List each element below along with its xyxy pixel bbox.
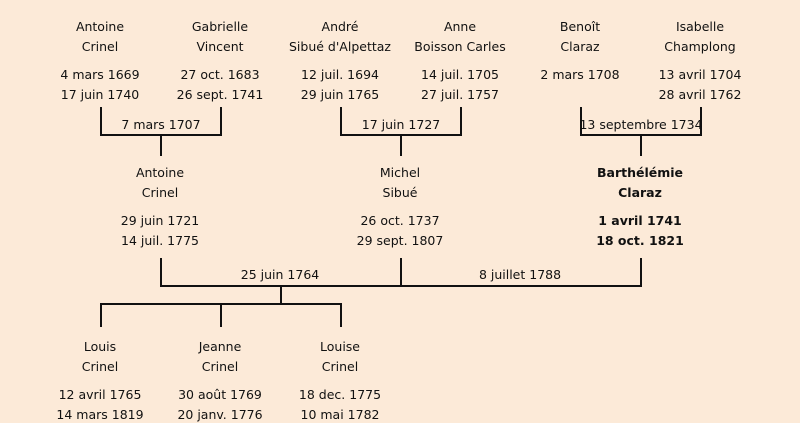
person-birth-date: 12 avril 1765 — [58, 387, 142, 402]
connector-line — [340, 107, 342, 136]
person-last-name: Sibué — [382, 185, 418, 200]
person-last-name: Crinel — [321, 359, 359, 374]
connector-line — [640, 258, 642, 287]
person-first-name: Jeanne — [198, 339, 242, 354]
marriage-date: 13 septembre 1734 — [579, 117, 703, 132]
person-first-name: Antoine — [135, 165, 185, 180]
person-birth-date: 30 août 1769 — [178, 387, 262, 402]
person-death-date: 14 mars 1819 — [56, 407, 144, 422]
connector-line — [160, 258, 162, 287]
person-death-date: 10 mai 1782 — [300, 407, 380, 422]
person-first-name: Anne — [443, 19, 477, 34]
marriage-date: 8 juillet 1788 — [478, 267, 562, 282]
connector-line — [580, 107, 582, 136]
person-last-name: Crinel — [81, 39, 119, 54]
connector-line — [400, 258, 402, 287]
person-death-date: 14 juil. 1775 — [121, 233, 199, 248]
marriage-date: 25 juin 1764 — [240, 267, 320, 282]
connector-line — [160, 134, 162, 156]
person-last-name: Boisson Carles — [414, 39, 506, 54]
person-first-name: Antoine — [75, 19, 125, 34]
person-birth-date: 13 avril 1704 — [658, 67, 742, 82]
person-last-name: Claraz — [618, 185, 662, 200]
person-first-name: André — [321, 19, 359, 34]
person-last-name: Crinel — [81, 359, 119, 374]
person-death-date: 17 juin 1740 — [60, 87, 140, 102]
person-death-date: 27 juil. 1757 — [421, 87, 499, 102]
person-death-date: 28 avril 1762 — [658, 87, 742, 102]
person-birth-date: 14 juil. 1705 — [421, 67, 499, 82]
marriage-date: 7 mars 1707 — [121, 117, 201, 132]
connector-line — [340, 303, 342, 327]
connector-line — [220, 107, 222, 136]
person-death-date: 18 oct. 1821 — [596, 233, 684, 248]
connector-line — [400, 134, 402, 156]
connector-line — [280, 285, 282, 305]
person-birth-date: 27 oct. 1683 — [180, 67, 260, 82]
person-first-name: Isabelle — [675, 19, 725, 34]
person-birth-date: 29 juin 1721 — [120, 213, 200, 228]
person-birth-date: 2 mars 1708 — [540, 67, 620, 82]
person-first-name: Benoît — [559, 19, 601, 34]
connector-line — [460, 107, 462, 136]
connector-line — [160, 285, 642, 287]
person-birth-date: 12 juil. 1694 — [301, 67, 379, 82]
person-first-name: Gabrielle — [191, 19, 249, 34]
person-last-name: Vincent — [196, 39, 244, 54]
connector-line — [640, 134, 642, 156]
person-death-date: 26 sept. 1741 — [176, 87, 264, 102]
person-birth-date: 26 oct. 1737 — [360, 213, 440, 228]
connector-line — [220, 303, 222, 327]
person-first-name: Louise — [320, 339, 360, 354]
person-last-name: Crinel — [141, 185, 179, 200]
connector-line — [700, 107, 702, 136]
person-last-name: Claraz — [560, 39, 600, 54]
person-last-name: Sibué d'Alpettaz — [289, 39, 391, 54]
person-first-name: Louis — [83, 339, 117, 354]
connector-line — [100, 303, 102, 327]
person-last-name: Crinel — [201, 359, 239, 374]
person-first-name: Michel — [379, 165, 421, 180]
person-birth-date: 18 dec. 1775 — [298, 387, 382, 402]
marriage-date: 17 juin 1727 — [361, 117, 441, 132]
person-last-name: Champlong — [664, 39, 736, 54]
person-death-date: 20 janv. 1776 — [177, 407, 263, 422]
connector-line — [100, 107, 102, 136]
person-death-date: 29 juin 1765 — [300, 87, 380, 102]
person-birth-date: 4 mars 1669 — [60, 67, 140, 82]
person-birth-date: 1 avril 1741 — [598, 213, 682, 228]
person-first-name: Barthélémie — [596, 165, 684, 180]
person-death-date: 29 sept. 1807 — [356, 233, 444, 248]
